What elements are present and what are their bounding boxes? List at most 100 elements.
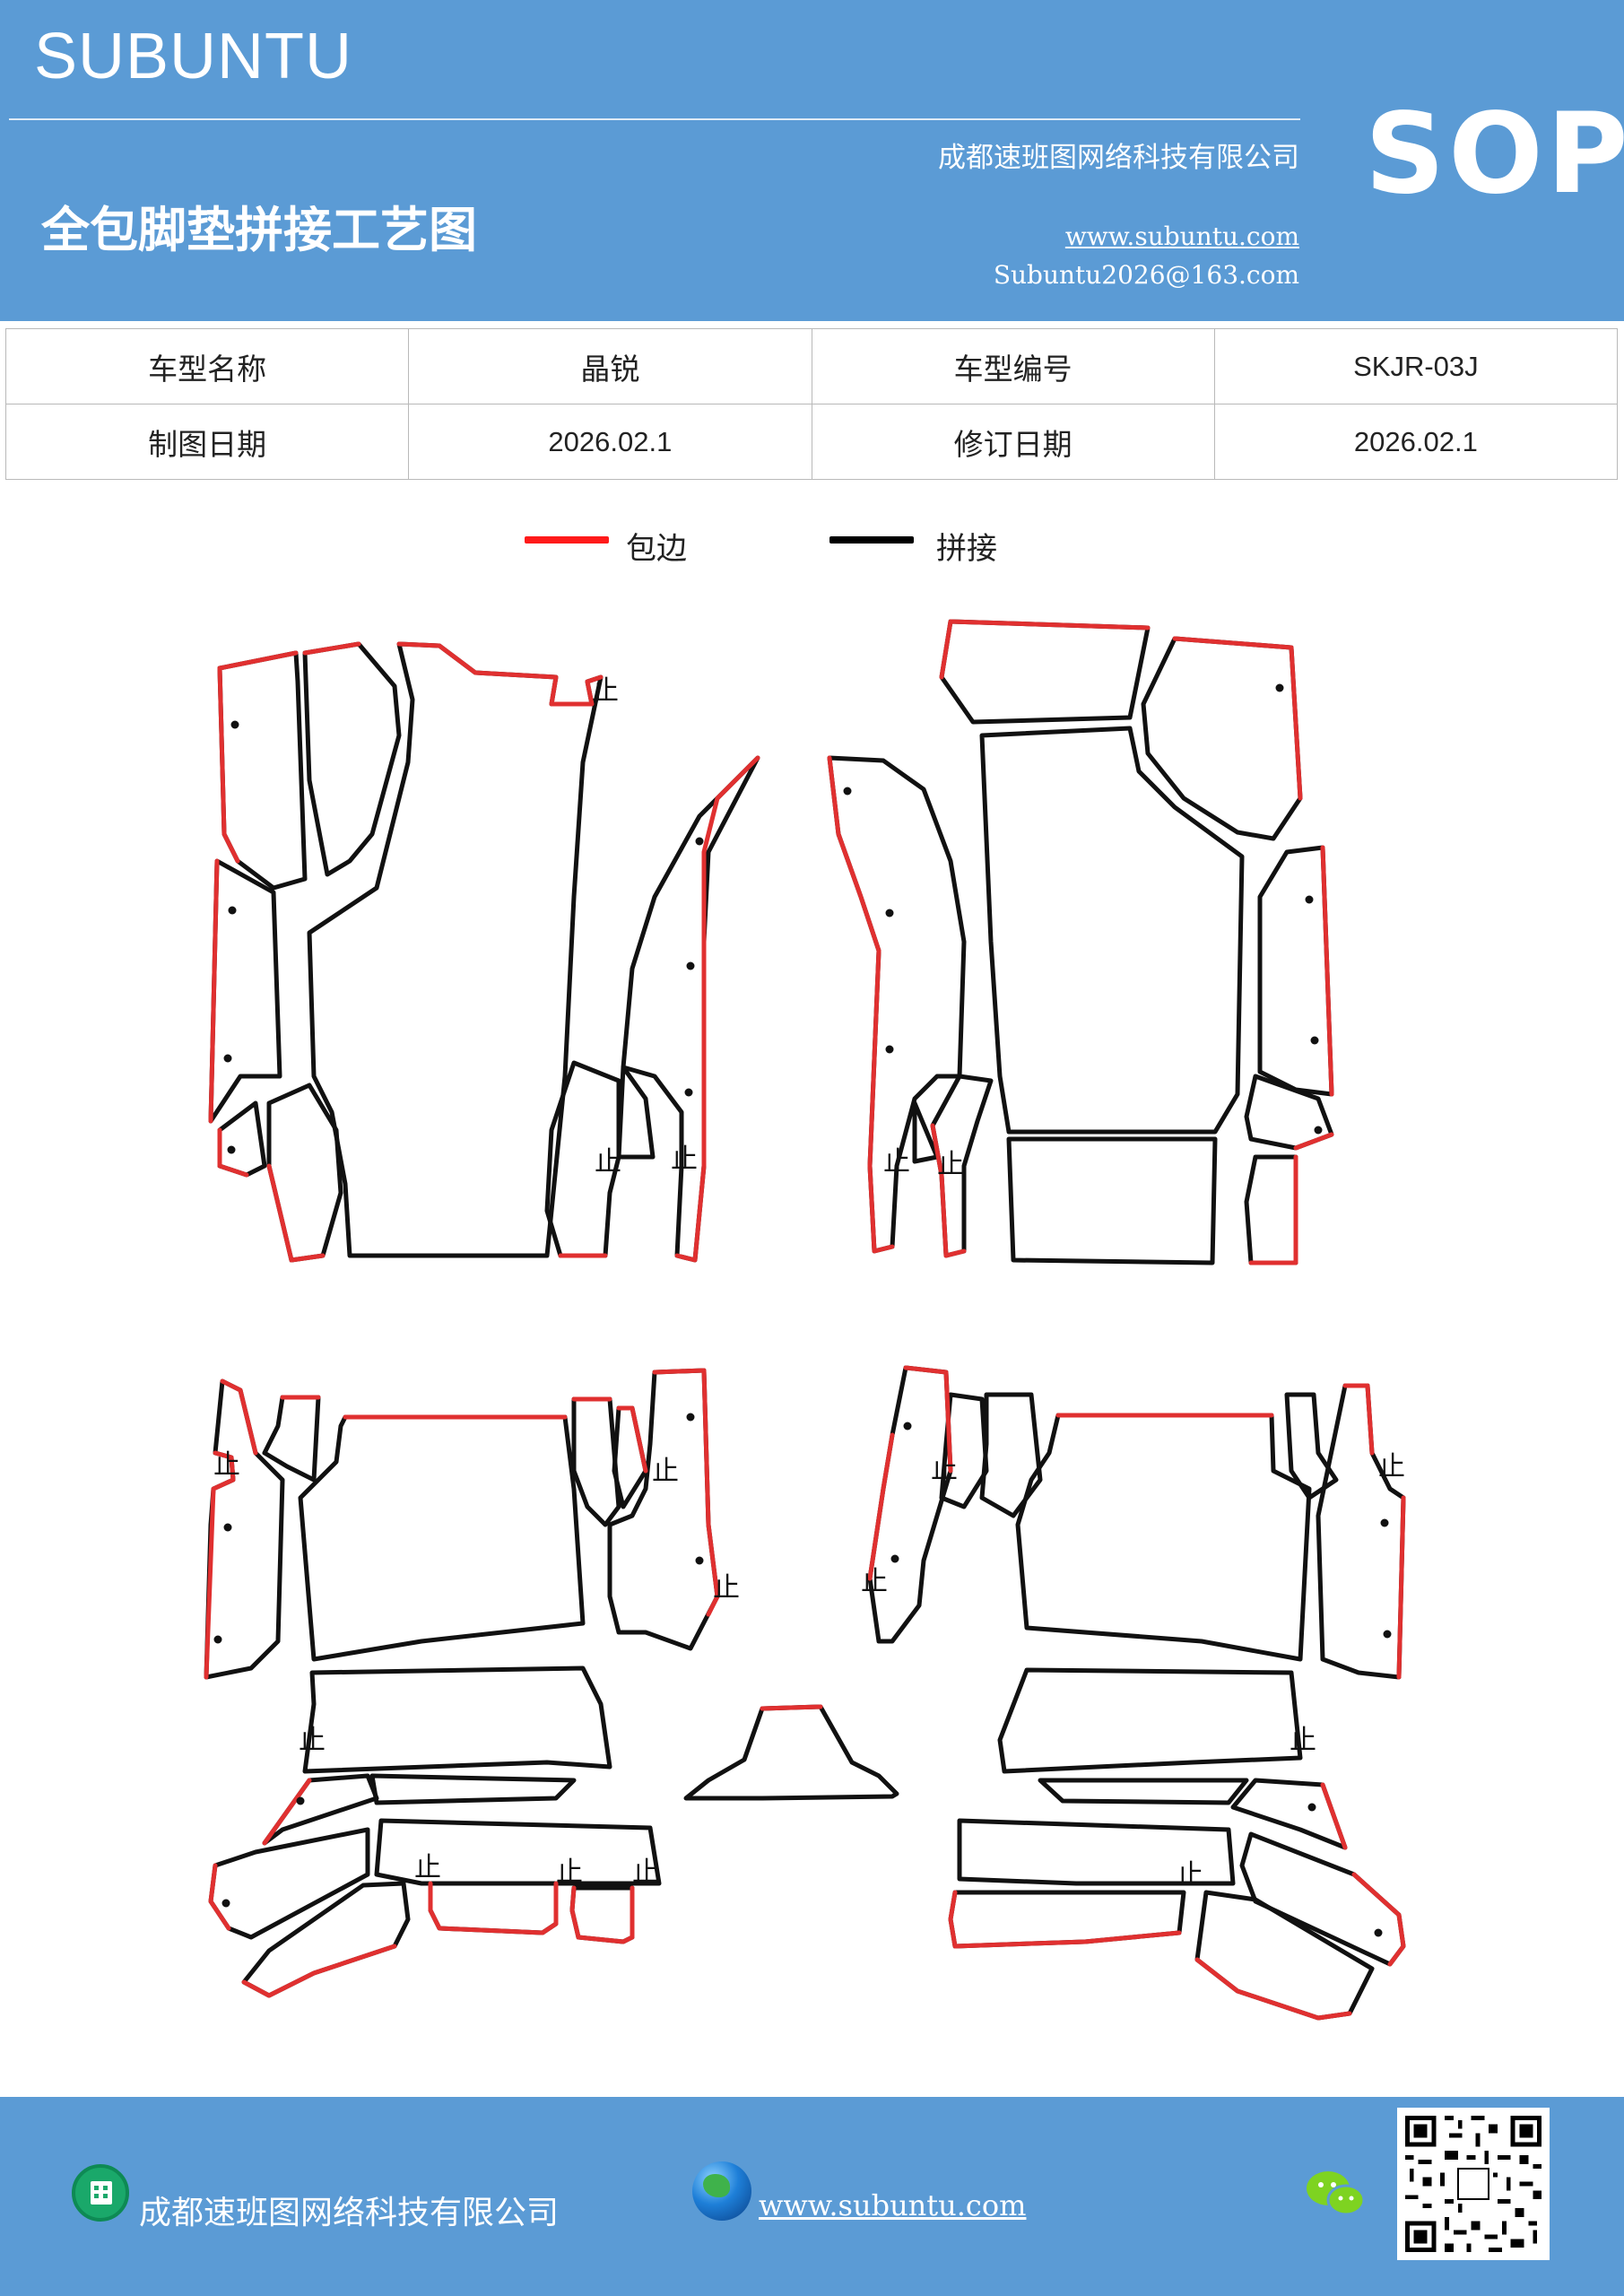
header-company: 成都速班图网络科技有限公司 (938, 142, 1299, 174)
pin-dot (695, 837, 704, 846)
sop-badge: SOP (1365, 90, 1624, 219)
mat-edge (302, 641, 361, 656)
brand-name: SUBUNTU (34, 21, 353, 92)
mat-edge (396, 641, 604, 707)
pin-dot (296, 1796, 305, 1805)
mat-piece (307, 641, 604, 1258)
mat-piece (428, 1881, 559, 1935)
mat-piece (241, 1881, 411, 1998)
mat-edge (220, 1378, 258, 1456)
pin-dot (686, 1413, 695, 1422)
mat-piece (569, 1885, 635, 1944)
mat-piece (217, 1100, 267, 1178)
mat-piece (683, 1704, 899, 1801)
mat-edge (827, 755, 895, 1254)
mat-edge (241, 1944, 397, 1998)
mat-edge (569, 1885, 635, 1944)
pin-dot (1305, 895, 1314, 904)
mat-piece (939, 1392, 989, 1509)
stop-mark: 止 (556, 1857, 583, 1888)
mat-edge (266, 1163, 326, 1263)
mat-piece (607, 1368, 720, 1651)
header-banner: SUBUNTU 成都速班图网络科技有限公司 全包脚垫拼接工艺图 www.subu… (0, 0, 1624, 321)
mat-edge (674, 755, 760, 1263)
mat-splicing-diagram: 止 止 止 止 止 止 止 止 止 止 止 止 止 止 止 止 止 (204, 619, 1406, 2021)
mat-piece (948, 1890, 1186, 1949)
table-cell-value: 2026.02.1 (408, 404, 812, 480)
pin-dot (1374, 1928, 1383, 1937)
pin-dot (885, 909, 894, 918)
mat-piece (298, 1414, 586, 1662)
stop-mark: 止 (1378, 1451, 1405, 1483)
stop-mark: 止 (931, 1454, 958, 1485)
mat-edge (616, 1405, 648, 1474)
pin-dot (890, 1554, 899, 1563)
pin-dot (686, 961, 695, 970)
stop-mark: 止 (592, 675, 619, 707)
mat-edge (217, 650, 299, 864)
mat-piece (571, 1396, 621, 1527)
mat-edge (1396, 1495, 1406, 1680)
pin-dot (1383, 1630, 1392, 1639)
stop-mark: 止 (1177, 1859, 1203, 1891)
globe-icon (692, 2161, 751, 2221)
mat-piece (939, 619, 1151, 725)
stop-mark: 止 (414, 1852, 441, 1883)
pin-dot (885, 1045, 894, 1054)
mat-edge (1172, 636, 1303, 801)
mat-edge (217, 1127, 249, 1178)
footer-website-link[interactable]: www.subuntu.com (759, 2188, 1027, 2222)
mat-piece (208, 1827, 370, 1940)
pin-dot (684, 1088, 693, 1097)
stop-mark: 止 (652, 1456, 679, 1487)
stop-mark: 止 (861, 1566, 888, 1597)
mat-piece (1038, 1778, 1249, 1805)
table-cell-label: 制图日期 (4, 404, 410, 480)
mat-piece (1284, 1392, 1339, 1500)
pin-dot (695, 1556, 704, 1565)
stop-mark: 止 (595, 1146, 621, 1178)
mat-edge (428, 1881, 559, 1935)
legend: 包边 拼接 (0, 520, 1624, 574)
mat-edge (867, 1432, 895, 1581)
table-cell-label: 车型编号 (811, 328, 1215, 404)
pin-dot (223, 1523, 232, 1532)
stop-mark: 止 (671, 1144, 698, 1175)
mat-piece (1257, 845, 1334, 1097)
mat-edge (1342, 1383, 1375, 1456)
pin-dot (903, 1422, 912, 1431)
table-row: 车型名称 晶锐 车型编号 SKJR-03J (4, 328, 1619, 404)
legend-swatch-seam (829, 536, 914, 544)
legend-label-seam: 拼接 (936, 531, 997, 567)
mat-piece (204, 1378, 285, 1680)
mat-edge (1194, 1957, 1352, 2021)
legend-label-edge: 包边 (626, 531, 687, 567)
stop-mark: 止 (883, 1146, 910, 1178)
wechat-icon[interactable] (1304, 2167, 1367, 2221)
mat-edge (1293, 1132, 1334, 1151)
pin-dot (843, 787, 852, 796)
mat-piece (997, 1667, 1303, 1774)
mat-piece (1244, 1154, 1298, 1265)
table-cell-value: 2026.02.1 (1213, 404, 1619, 480)
pin-dot (1310, 1036, 1319, 1045)
stop-mark: 止 (213, 1449, 240, 1481)
pin-dot (1275, 683, 1284, 692)
mat-piece (1006, 1136, 1218, 1265)
table-row: 制图日期 2026.02.1 修订日期 2026.02.1 (4, 404, 1619, 480)
header-email: Subuntu2026@163.com (993, 260, 1299, 290)
mat-edge (208, 858, 220, 1124)
mat-edge (760, 1704, 823, 1711)
pin-dot (213, 1635, 222, 1644)
stop-mark: 止 (632, 1857, 659, 1888)
mat-edge (903, 1365, 953, 1474)
pin-dot (223, 1054, 232, 1063)
table-cell-label: 修订日期 (811, 404, 1215, 480)
footer-banner: 成都速班图网络科技有限公司 www.subuntu.com (0, 2097, 1624, 2296)
mat-edge (1320, 845, 1334, 1097)
pin-dot (227, 1145, 236, 1154)
stop-mark: 止 (937, 1149, 964, 1180)
mat-piece (1015, 1413, 1312, 1662)
building-icon (72, 2164, 129, 2222)
header-website-link[interactable]: www.subuntu.com (1064, 222, 1299, 251)
